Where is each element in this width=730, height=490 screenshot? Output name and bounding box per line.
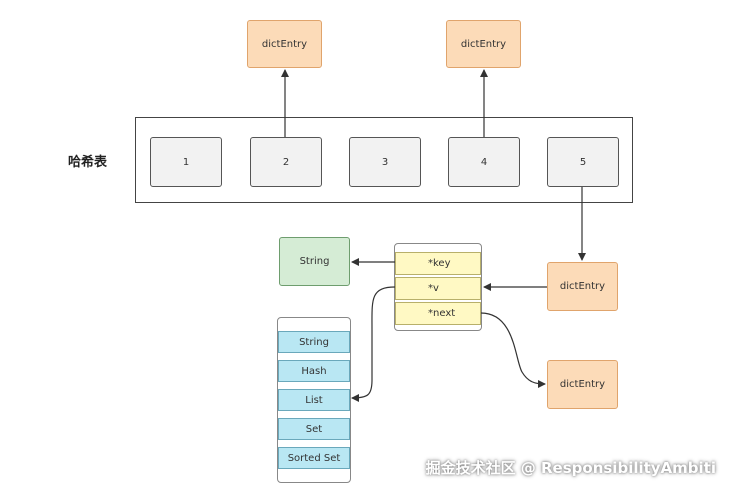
type-sorted-set: Sorted Set <box>278 447 350 469</box>
dict-entry-top-right: dictEntry <box>446 20 521 68</box>
hash-slot-3: 3 <box>349 137 421 187</box>
dict-entry-top-left: dictEntry <box>247 20 322 68</box>
hash-table-label: 哈希表 <box>68 155 108 170</box>
arrow-next-to-dictentry <box>480 312 546 388</box>
field-next: *next <box>395 302 481 325</box>
hash-slot-4: 4 <box>448 137 520 187</box>
dict-entry-right: dictEntry <box>547 262 618 311</box>
type-hash: Hash <box>278 360 350 382</box>
hash-slot-1: 1 <box>150 137 222 187</box>
field-v: *v <box>395 277 481 300</box>
type-list: List <box>278 389 350 411</box>
type-set: Set <box>278 418 350 440</box>
key-string-box: String <box>279 237 350 286</box>
watermark: 掘金技术社区 @ ResponsibilityAmbiti <box>425 459 716 477</box>
arrow-v-to-type <box>351 286 396 402</box>
type-string: String <box>278 331 350 353</box>
field-key: *key <box>395 252 481 275</box>
dict-entry-bottom-right: dictEntry <box>547 360 618 409</box>
hash-slot-5: 5 <box>547 137 619 187</box>
hash-slot-2: 2 <box>250 137 322 187</box>
